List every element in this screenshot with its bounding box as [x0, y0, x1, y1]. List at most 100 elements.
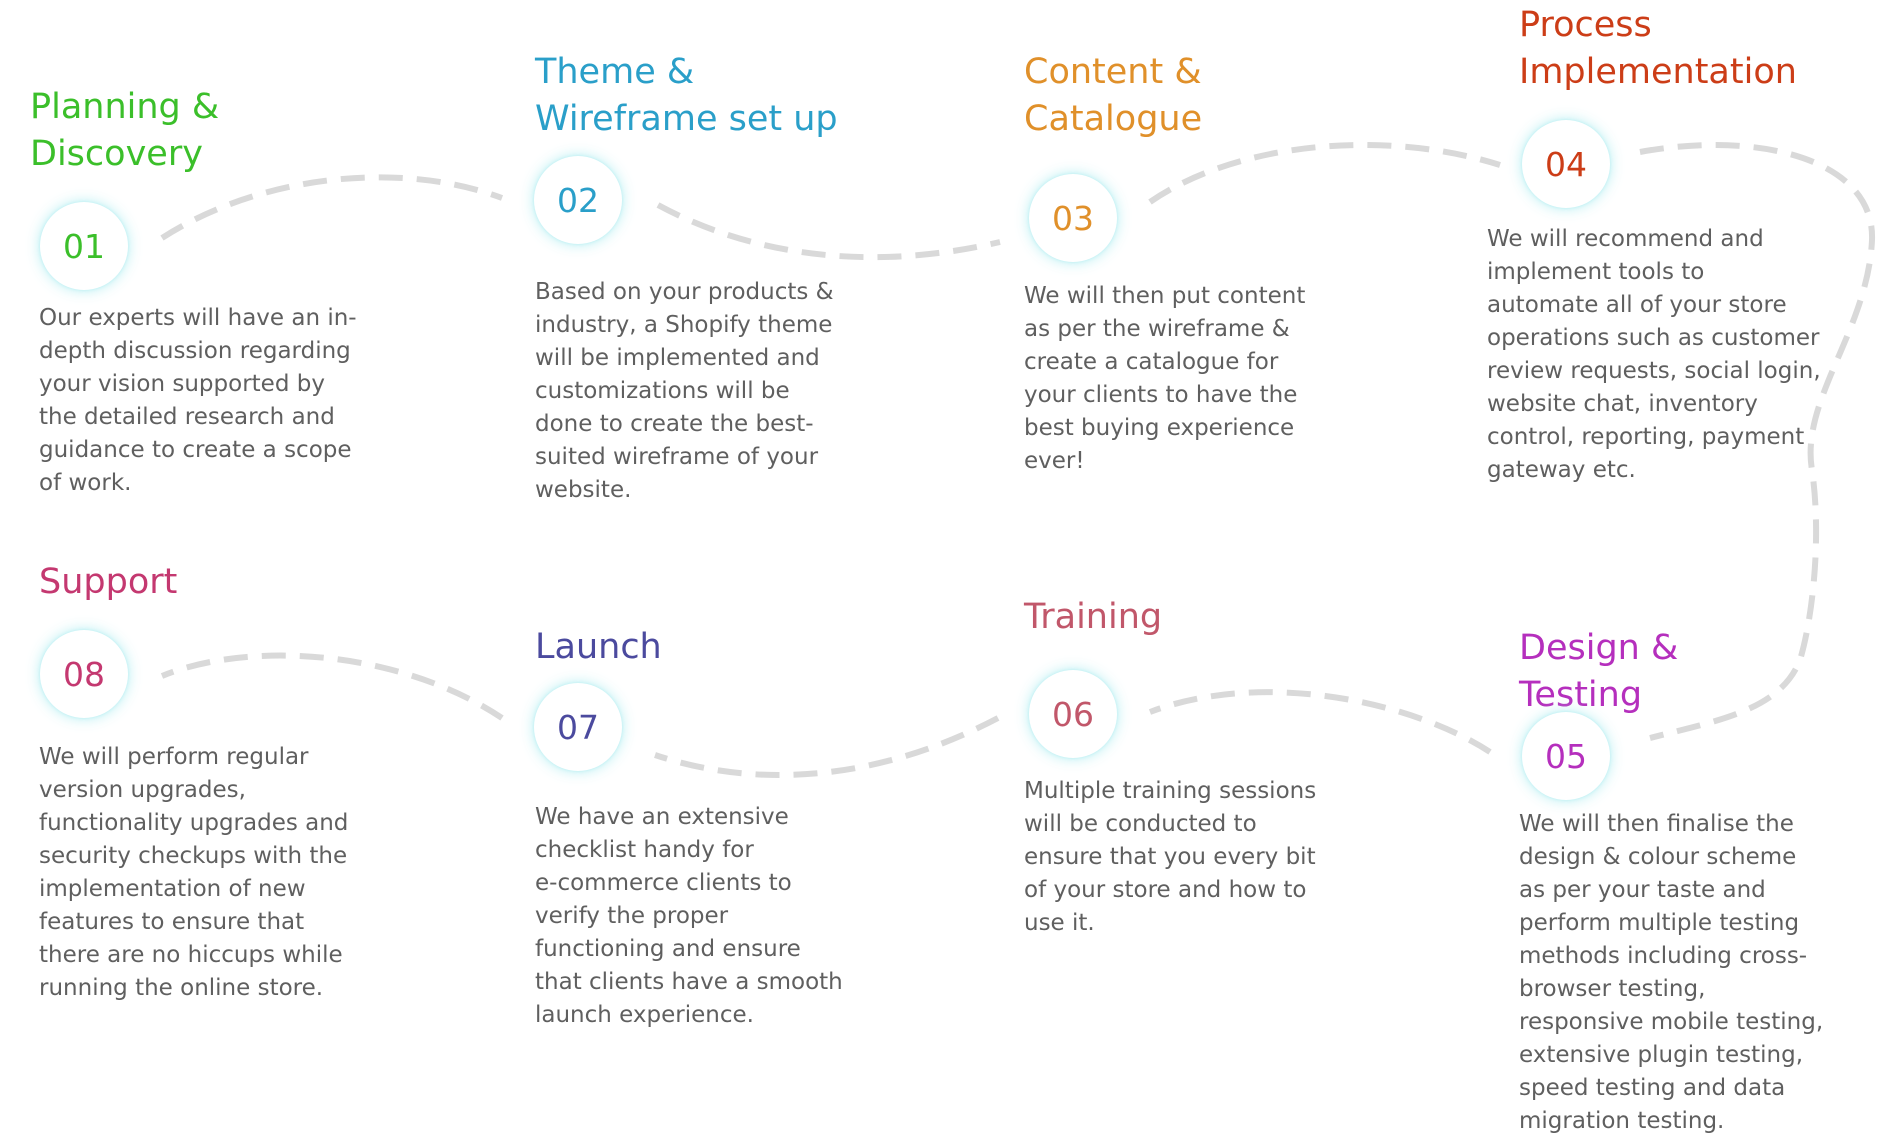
- step-05-description-line-3: as per your taste and: [1519, 877, 1766, 903]
- step-03-number-circle: 03: [1029, 174, 1117, 262]
- step-02-number: 02: [557, 180, 599, 220]
- step-04-description-line-1: We will recommend and: [1487, 226, 1764, 252]
- step-06-description-line-2: will be conducted to: [1024, 811, 1257, 837]
- step-04-description-line-7: control, reporting, payment: [1487, 424, 1805, 450]
- step-08-description-line-8: running the online store.: [39, 975, 324, 1001]
- connector-01-02: [160, 174, 504, 241]
- step-08-description-line-7: there are no hiccups while: [39, 942, 343, 968]
- step-01-description-line-4: the detailed research and: [39, 404, 335, 430]
- step-02-title-line-1: Theme &: [535, 52, 695, 92]
- connector-03-04: [1148, 142, 1501, 205]
- step-02-description: Based on your products & industry, a Sho…: [535, 276, 875, 507]
- step-01-description-line-3: your vision supported by: [39, 371, 325, 397]
- step-01-title-line-2: Discovery: [30, 134, 203, 174]
- step-08-description-line-1: We will perform regular: [39, 744, 309, 770]
- step-07-description-line-3: e-commerce clients to: [535, 870, 792, 896]
- step-08-description-line-2: version upgrades,: [39, 777, 246, 803]
- step-01-description-line-6: of work.: [39, 470, 132, 496]
- step-07-description-line-2: checklist handy for: [535, 837, 754, 863]
- step-04-title: Process Implementation: [1519, 2, 1878, 96]
- step-02-title: Theme & Wireframe set up: [535, 49, 915, 143]
- step-02-title-line-2: Wireframe set up: [535, 99, 838, 139]
- step-08-number: 08: [63, 654, 105, 694]
- step-06-description-line-4: of your store and how to: [1024, 877, 1307, 903]
- step-03-description-line-1: We will then put content: [1024, 283, 1306, 309]
- step-03-title: Content & Catalogue: [1024, 49, 1404, 143]
- step-03-title-line-2: Catalogue: [1024, 99, 1203, 139]
- step-08-description-line-5: implementation of new: [39, 876, 306, 902]
- step-08-description-line-3: functionality upgrades and: [39, 810, 349, 836]
- step-05-description-line-1: We will then finalise the: [1519, 811, 1794, 837]
- step-01-number-circle: 01: [40, 202, 128, 290]
- step-04-description: We will recommend and implement tools to…: [1487, 223, 1857, 487]
- step-02-number-circle: 02: [534, 156, 622, 244]
- step-01-description-line-2: depth discussion regarding: [39, 338, 351, 364]
- step-04-description-line-8: gateway etc.: [1487, 457, 1636, 483]
- step-08-title-line-1: Support: [39, 562, 178, 602]
- step-08-description: We will perform regular version upgrades…: [39, 741, 379, 1005]
- step-08-title: Support: [39, 559, 419, 606]
- step-06-title-line-1: Training: [1024, 597, 1163, 637]
- step-01-number: 01: [63, 226, 105, 266]
- step-01-description: Our experts will have an in- depth discu…: [39, 302, 379, 500]
- step-01-title: Planning & Discovery: [30, 84, 410, 178]
- step-03-number: 03: [1052, 198, 1094, 238]
- step-07-description-line-5: functioning and ensure: [535, 936, 801, 962]
- step-07-description-line-6: that clients have a smooth: [535, 969, 843, 995]
- step-02-description-line-1: Based on your products &: [535, 279, 834, 305]
- step-05-description-line-7: responsive mobile testing,: [1519, 1009, 1824, 1035]
- step-05-description-line-6: browser testing,: [1519, 976, 1706, 1002]
- step-07-description-line-4: verify the proper: [535, 903, 729, 929]
- step-01-description-line-5: guidance to create a scope: [39, 437, 352, 463]
- step-07-description-line-7: launch experience.: [535, 1002, 754, 1028]
- step-05-description-line-10: migration testing.: [1519, 1108, 1725, 1134]
- step-06-description-line-1: Multiple training sessions: [1024, 778, 1317, 804]
- step-02-description-line-2: industry, a Shopify theme: [535, 312, 833, 338]
- step-03-description-line-2: as per the wireframe &: [1024, 316, 1290, 342]
- step-05-title-line-1: Design &: [1519, 628, 1679, 668]
- step-06-description-line-3: ensure that you every bit: [1024, 844, 1316, 870]
- step-07-title: Launch: [535, 624, 915, 671]
- step-05-description-line-4: perform multiple testing: [1519, 910, 1800, 936]
- step-08-number-circle: 08: [40, 630, 128, 718]
- step-02-description-line-7: website.: [535, 477, 632, 503]
- step-07-description: We have an extensive checklist handy for…: [535, 801, 875, 1032]
- step-03-title-line-1: Content &: [1024, 52, 1202, 92]
- step-04-description-line-6: website chat, inventory: [1487, 391, 1758, 417]
- step-04-number: 04: [1545, 144, 1587, 184]
- step-04-number-circle: 04: [1522, 120, 1610, 208]
- step-05-description-line-8: extensive plugin testing,: [1519, 1042, 1804, 1068]
- step-06-number-circle: 06: [1029, 670, 1117, 758]
- step-06-description: Multiple training sessions will be condu…: [1024, 775, 1364, 940]
- step-05-number-circle: 05: [1522, 712, 1610, 800]
- step-04-description-line-5: review requests, social login,: [1487, 358, 1821, 384]
- connector-07-08: [160, 652, 504, 721]
- step-04-title-line-1: Process: [1519, 5, 1652, 45]
- step-05-description-line-9: speed testing and data: [1519, 1075, 1786, 1101]
- step-08-description-line-4: security checkups with the: [39, 843, 348, 869]
- connector-05-06: [1148, 689, 1492, 755]
- step-04-description-line-3: automate all of your store: [1487, 292, 1787, 318]
- step-03-description-line-6: ever!: [1024, 448, 1085, 474]
- step-07-number-circle: 07: [534, 683, 622, 771]
- step-07-description-line-1: We have an extensive: [535, 804, 789, 830]
- step-06-number: 06: [1052, 694, 1094, 734]
- step-02-description-line-5: done to create the best-: [535, 411, 814, 437]
- step-07-number: 07: [557, 707, 599, 747]
- step-06-description-line-5: use it.: [1024, 910, 1095, 936]
- step-01-title-line-1: Planning &: [30, 87, 220, 127]
- connector-06-07: [654, 715, 1000, 778]
- step-05-number: 05: [1545, 736, 1587, 776]
- step-03-description-line-4: your clients to have the: [1024, 382, 1298, 408]
- step-04-description-line-2: implement tools to: [1487, 259, 1705, 285]
- step-04-description-line-4: operations such as customer: [1487, 325, 1820, 351]
- step-07-title-line-1: Launch: [535, 627, 662, 667]
- connector-02-03: [656, 202, 1001, 261]
- step-03-description-line-5: best buying experience: [1024, 415, 1295, 441]
- step-04-title-line-2: Implementation: [1519, 52, 1797, 92]
- step-06-title: Training: [1024, 594, 1404, 641]
- step-03-description-line-3: create a catalogue for: [1024, 349, 1279, 375]
- step-05-description-line-5: methods including cross-: [1519, 943, 1808, 969]
- step-05-description: We will then finalise the design & colou…: [1519, 808, 1869, 1138]
- step-02-description-line-3: will be implemented and: [535, 345, 820, 371]
